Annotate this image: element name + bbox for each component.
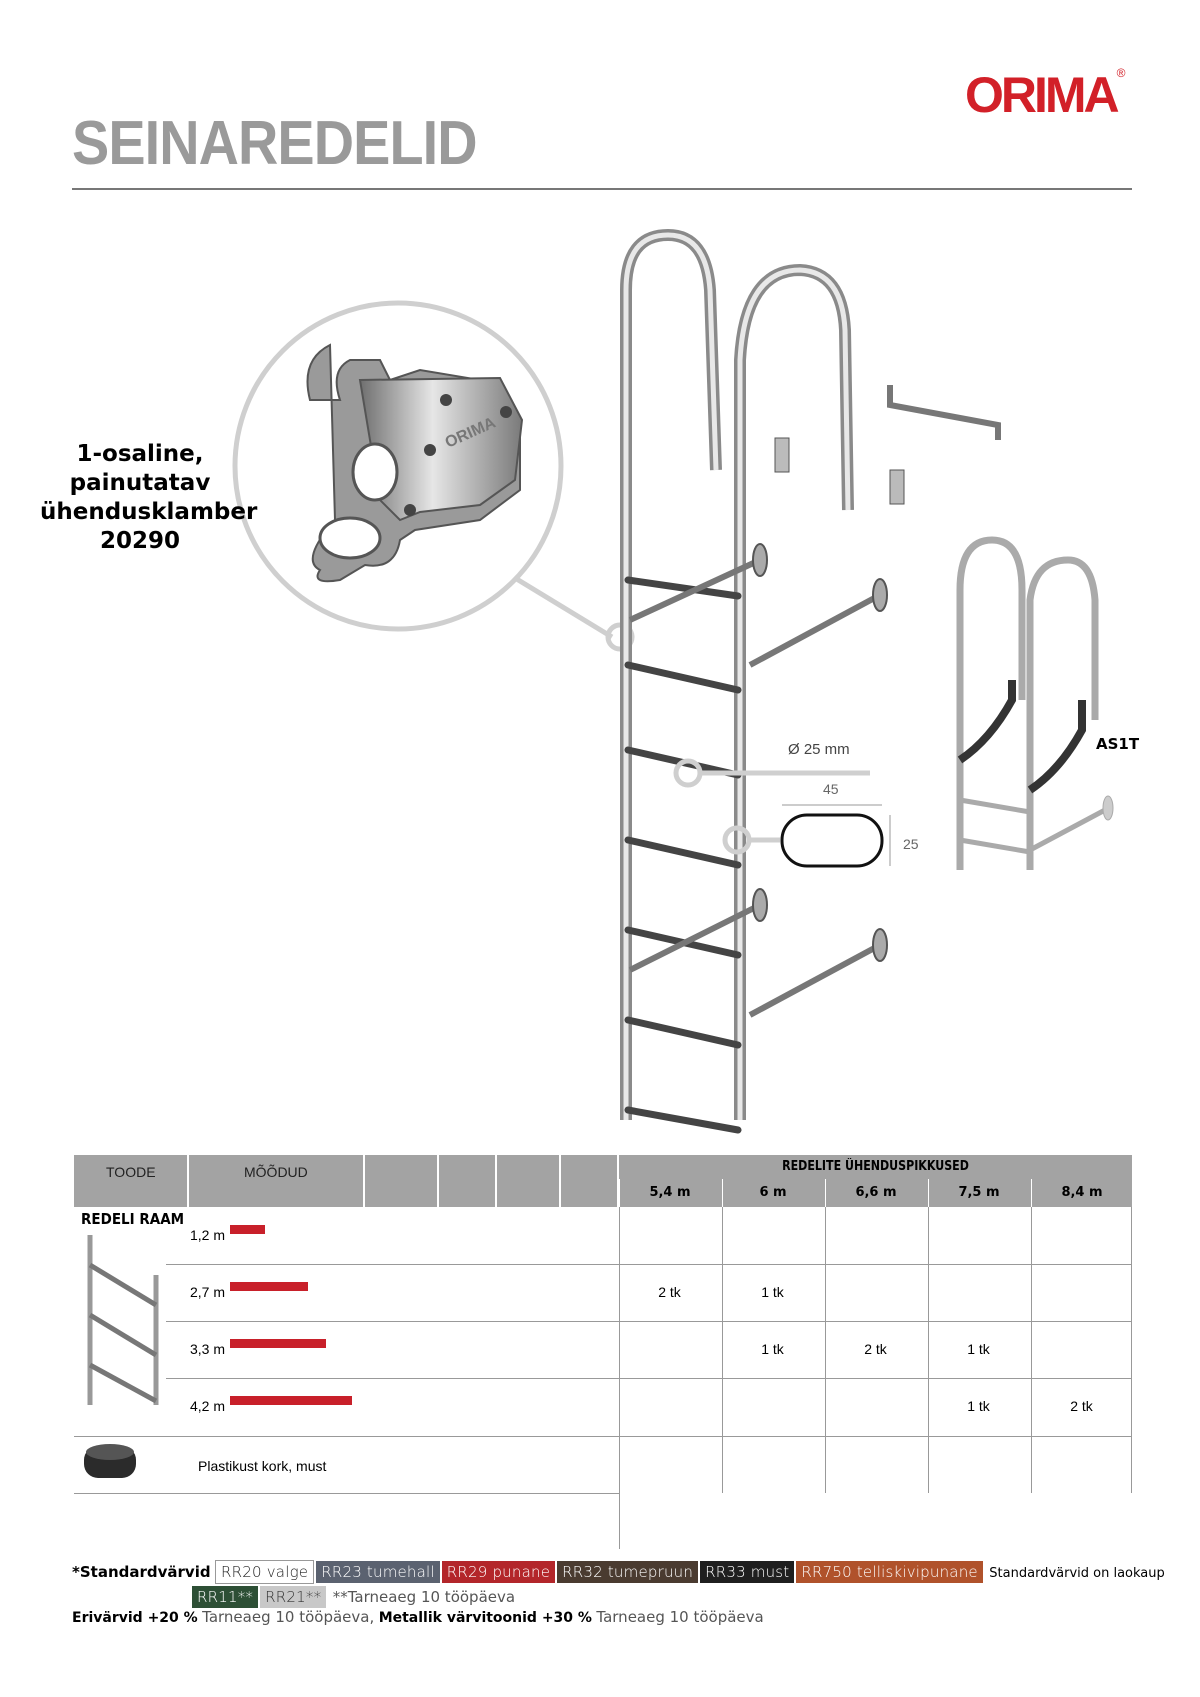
frame-size: 4,2 m: [190, 1398, 226, 1414]
dimension-height: 25: [903, 836, 919, 852]
clamp-label-line-3: ühendusklamber: [40, 499, 258, 525]
quantity-cell: 2 tk: [658, 1284, 681, 1300]
frame-size: 3,3 m: [190, 1341, 226, 1357]
frame-length-bar: [230, 1225, 265, 1234]
header-dimensions: MÕÕDUD: [189, 1155, 365, 1207]
header-empty-2: [439, 1155, 497, 1207]
color-chip: RR32 tumepruun: [557, 1561, 699, 1583]
custom-colors-label: Erivärvid +20 %: [72, 1610, 198, 1626]
color-chip: RR11**: [192, 1586, 259, 1608]
as1t-variant: [956, 536, 1114, 870]
frame-length-bar: [230, 1396, 352, 1405]
header-lengths: REDELITE ÜHENDUSPIKKUSED 5,4 m 6 m 6,6 m…: [619, 1155, 1132, 1207]
custom-colors-note: Tarneaeg 10 tööpäeva,: [202, 1608, 375, 1626]
color-chip: RR750 telliskivipunane: [796, 1561, 983, 1583]
extra-note: **Tarneaeg 10 tööpäeva: [332, 1588, 516, 1606]
clamp-zoom: ORIMA: [232, 300, 635, 652]
header-divider: [72, 188, 1132, 190]
color-chip: RR23 tumehall: [316, 1561, 440, 1583]
dimension-width: 45: [823, 781, 839, 797]
length-header: 5,4 m: [619, 1179, 720, 1207]
extra-color-chips: RR11**RR21**: [192, 1586, 328, 1608]
clamp-label-line-1: 1-osaline,: [76, 441, 204, 467]
frame-size: 1,2 m: [190, 1227, 226, 1243]
registered-mark: ®: [1116, 66, 1126, 80]
ladder-illustration: ORIMA: [232, 228, 1114, 1134]
orima-logo: ORIMA®: [965, 66, 1135, 123]
length-header: 6,6 m: [825, 1179, 926, 1207]
logo-text: ORIMA: [965, 67, 1120, 123]
color-chip: RR20 valge: [215, 1560, 315, 1584]
color-chip: RR29 punane: [441, 1561, 556, 1583]
product-name: REDELI RAAM: [81, 1210, 185, 1228]
frame-size: 2,7 m: [190, 1284, 226, 1300]
header-empty-3: [497, 1155, 561, 1207]
page-title: SEINAREDELID: [72, 109, 478, 178]
color-chip: RR33 must: [700, 1561, 795, 1583]
frame-length-bar: [230, 1339, 326, 1348]
frame-length-bar: [230, 1282, 308, 1291]
length-header: 6 m: [722, 1179, 823, 1207]
header-empty-1: [365, 1155, 439, 1207]
variant-label: AS1T: [1096, 735, 1140, 753]
color-chip: RR21**: [260, 1586, 327, 1608]
quantity-cell: 2 tk: [864, 1341, 887, 1357]
quantity-cell: 2 tk: [1070, 1398, 1093, 1414]
quantity-cell: 1 tk: [761, 1284, 784, 1300]
length-header: 8,4 m: [1031, 1179, 1132, 1207]
metallic-label: Metallik värvitoonid +30 %: [378, 1610, 592, 1626]
quantity-cell: 1 tk: [967, 1398, 990, 1414]
standard-colors-label: *Standardvärvid: [72, 1563, 211, 1581]
stock-note: Standardvärvid on laokaup: [989, 1566, 1165, 1581]
length-header: 7,5 m: [928, 1179, 1029, 1207]
main-ladder: [620, 228, 1001, 1134]
clamp-label: 1-osaline, painutatav ühendusklamber 202…: [40, 440, 258, 556]
rung-section-callout: [673, 758, 891, 868]
plastic-cap-image: [84, 1444, 136, 1478]
ladder-frame-thumbnail: [87, 1235, 159, 1405]
metallic-note: Tarneaeg 10 tööpäeva: [596, 1608, 764, 1626]
header-product: TOODE: [74, 1155, 189, 1207]
quantity-cell: 1 tk: [761, 1341, 784, 1357]
quantity-cell: 1 tk: [967, 1341, 990, 1357]
clamp-label-line-2: painutatav: [69, 470, 211, 496]
diameter-label: Ø 25 mm: [788, 741, 850, 758]
clamp-label-line-4: 20290: [99, 528, 181, 554]
cap-label: Plastikust kork, must: [198, 1458, 327, 1474]
header-empty-4: [561, 1155, 619, 1207]
lengths-title: REDELITE ÜHENDUSPIKKUSED: [782, 1159, 969, 1174]
